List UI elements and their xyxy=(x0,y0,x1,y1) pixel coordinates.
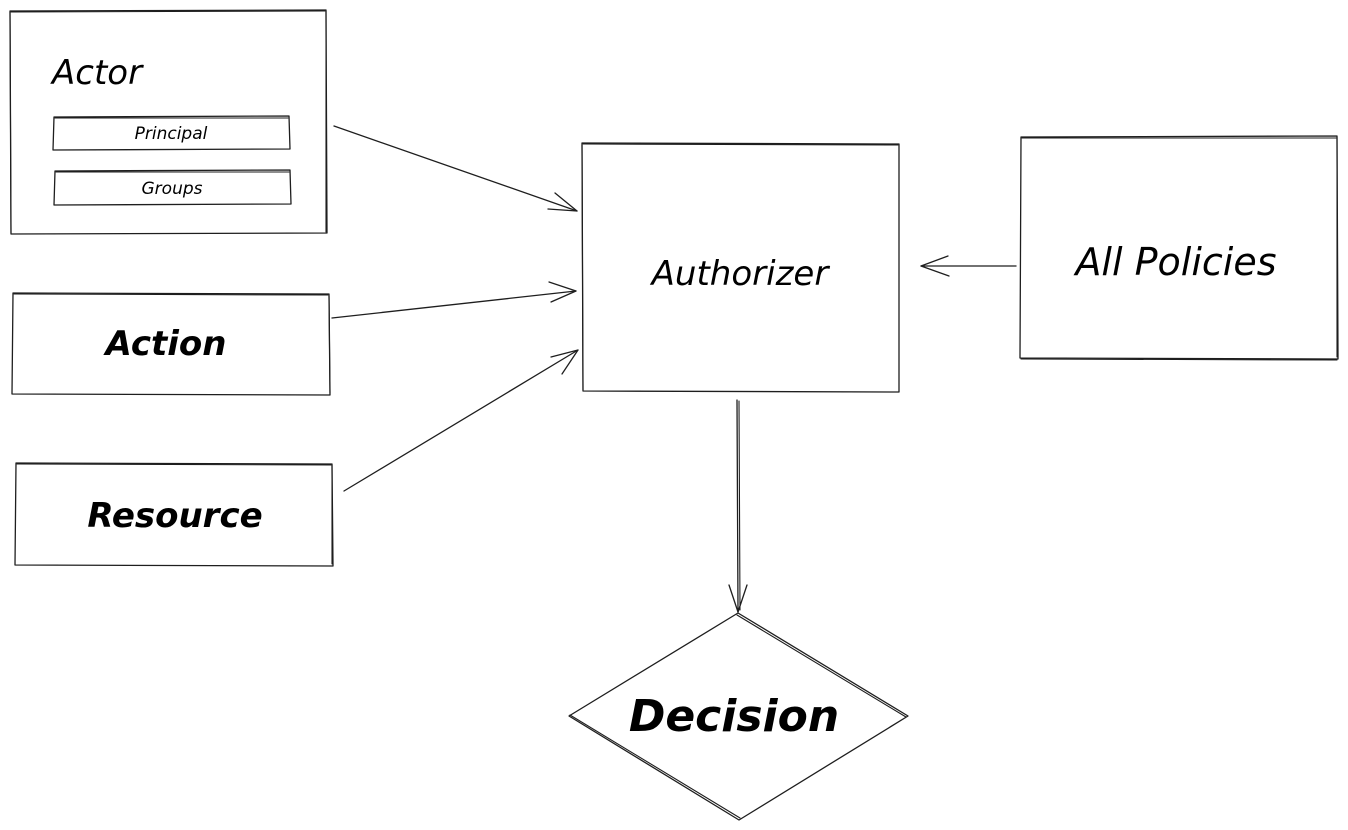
edge-resource-to-authorizer xyxy=(343,349,579,492)
principal-field: Principal xyxy=(52,115,291,151)
groups-field: Groups xyxy=(53,169,292,206)
principal-field-label: Principal xyxy=(135,124,208,144)
resource-node: Resource xyxy=(14,462,334,567)
edge-all-policies-to-authorizer xyxy=(920,255,1017,277)
arrowhead-icon xyxy=(550,349,579,375)
action-node: Action xyxy=(11,292,331,396)
arrowhead-icon xyxy=(548,281,577,303)
groups-field-label: Groups xyxy=(142,179,203,199)
arrowhead-icon xyxy=(920,255,950,277)
authorizer-label: Authorizer xyxy=(650,254,831,294)
actor-node: Actor Principal Groups xyxy=(9,9,328,235)
edge-action-to-authorizer xyxy=(331,281,577,319)
edge-actor-to-authorizer xyxy=(333,125,578,212)
all-policies-label: All Policies xyxy=(1072,240,1276,284)
resource-label: Resource xyxy=(87,496,262,536)
arrowhead-icon xyxy=(547,192,578,212)
edge-authorizer-to-decision xyxy=(728,399,748,613)
arrowhead-icon xyxy=(728,584,748,613)
authorizer-node: Authorizer xyxy=(581,142,900,393)
decision-node: Decision xyxy=(568,612,909,821)
actor-label: Actor xyxy=(50,53,144,93)
decision-label: Decision xyxy=(629,691,839,742)
action-label: Action xyxy=(103,324,227,364)
all-policies-node: All Policies xyxy=(1019,135,1339,361)
